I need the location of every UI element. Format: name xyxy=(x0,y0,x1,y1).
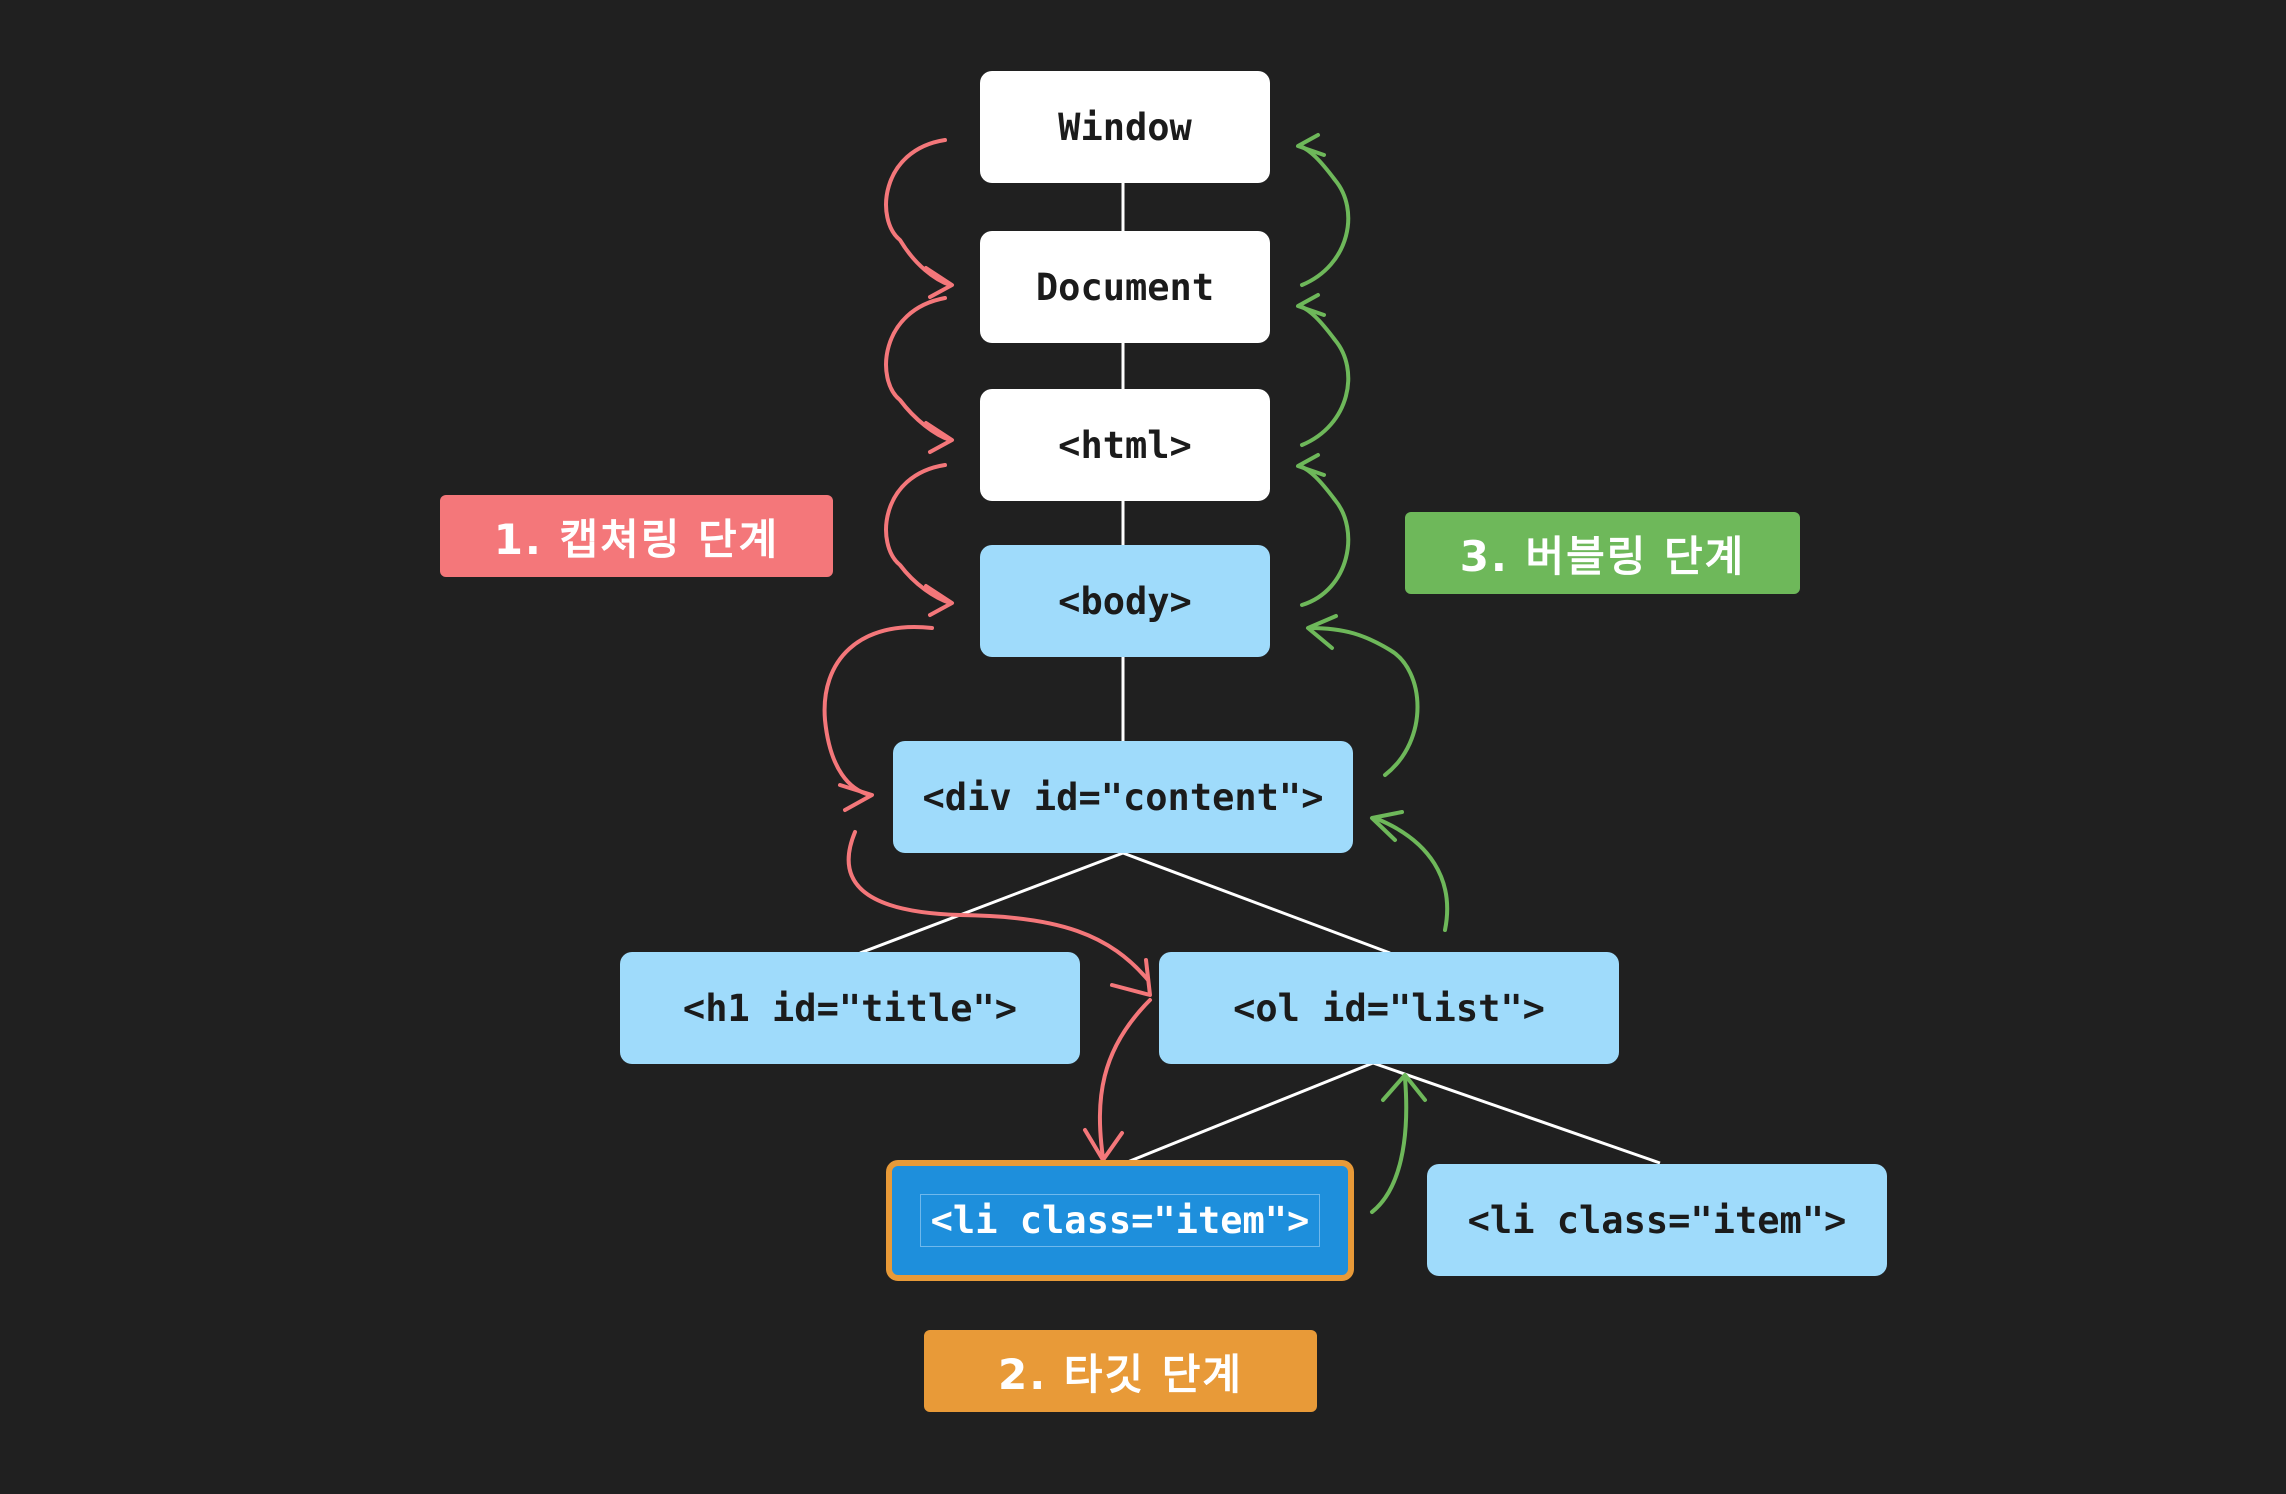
bubble-arrow-html-document xyxy=(1298,304,1351,447)
bubble-arrow-html-document-head xyxy=(1296,293,1326,317)
capture-arrow-window-document-head xyxy=(924,266,954,299)
capture-arrow-ol-li xyxy=(1097,998,1152,1160)
capture-arrow-body-div-head xyxy=(838,783,874,812)
node-html-label: <html> xyxy=(1058,423,1192,467)
capture-arrow-window-document xyxy=(884,138,952,287)
tree-connectors xyxy=(859,182,1661,1165)
node-body-label: <body> xyxy=(1058,579,1192,623)
bubble-arrow-document-window xyxy=(1298,144,1351,287)
bubble-arrow-li-ol-head xyxy=(1381,1073,1427,1102)
node-div-content: <div id="content"> xyxy=(893,741,1353,853)
node-document-label: Document xyxy=(1035,265,1215,309)
bubble-arrow-ol-div xyxy=(1373,816,1450,932)
connector-div-ol xyxy=(1122,851,1391,955)
node-li-other-label: <li class="item"> xyxy=(1467,1198,1847,1242)
bubble-arrow-div-body-head xyxy=(1306,614,1338,650)
connector-ol-li-other xyxy=(1372,1061,1661,1165)
node-html: <html> xyxy=(980,389,1270,501)
node-body: <body> xyxy=(980,545,1270,657)
capture-arrow-html-body xyxy=(884,463,952,605)
node-window: Window xyxy=(980,71,1270,183)
capture-arrow-div-ol xyxy=(846,830,1150,982)
capturing-phase-label: 1. 캡쳐링 단계 xyxy=(440,495,833,577)
bubble-arrow-div-body xyxy=(1308,626,1420,777)
capturing-phase-text: 1. 캡쳐링 단계 xyxy=(493,514,780,564)
capture-arrow-html-body-head xyxy=(924,584,954,617)
bubbling-arrows xyxy=(1296,133,1450,1214)
capturing-arrows xyxy=(822,138,1152,1162)
connector-ol-li-target xyxy=(1124,1061,1374,1165)
capture-arrow-div-ol-head xyxy=(1110,958,1152,997)
capture-arrow-document-html-head xyxy=(924,421,954,454)
bubble-arrow-body-html-head xyxy=(1296,453,1326,477)
node-h1-title: <h1 id="title"> xyxy=(620,952,1080,1064)
target-phase-label: 2. 타깃 단계 xyxy=(924,1330,1317,1412)
node-li-other: <li class="item"> xyxy=(1427,1164,1887,1276)
node-div-content-label: <div id="content"> xyxy=(922,775,1324,819)
bubbling-phase-label: 3. 버블링 단계 xyxy=(1405,512,1800,594)
bubble-arrow-ol-div-head xyxy=(1370,810,1404,842)
capture-arrow-body-div xyxy=(822,625,934,797)
capture-arrow-document-html xyxy=(884,296,952,442)
node-li-target-label: <li class="item"> xyxy=(919,1194,1321,1247)
node-li-target: <li class="item"> xyxy=(886,1160,1354,1281)
target-phase-text: 2. 타깃 단계 xyxy=(998,1349,1243,1399)
bubbling-phase-text: 3. 버블링 단계 xyxy=(1459,531,1746,581)
bubble-arrow-li-ol xyxy=(1370,1076,1409,1214)
node-h1-title-label: <h1 id="title"> xyxy=(682,986,1018,1030)
bubble-arrow-body-html xyxy=(1298,464,1351,607)
connector-div-h1 xyxy=(859,851,1124,955)
node-document: Document xyxy=(980,231,1270,343)
bubble-arrow-document-window-head xyxy=(1296,133,1326,157)
node-ol-list: <ol id="list"> xyxy=(1159,952,1619,1064)
node-window-label: Window xyxy=(1058,105,1192,149)
node-ol-list-label: <ol id="list"> xyxy=(1233,986,1545,1030)
